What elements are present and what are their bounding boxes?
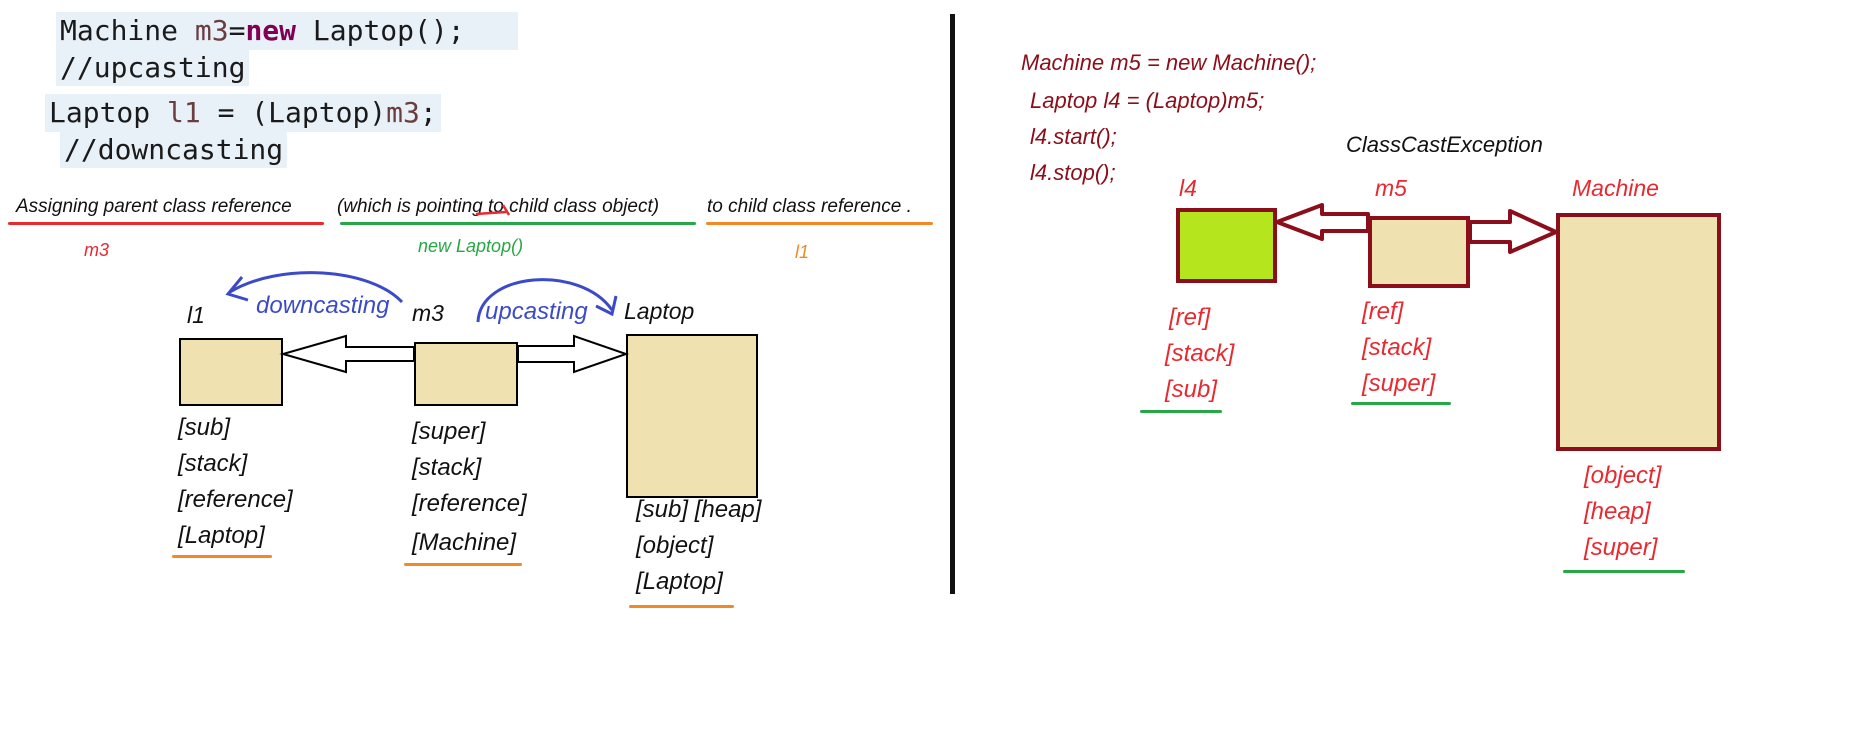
arrow-m3-to-laptop	[517, 334, 630, 374]
tag: [object]	[636, 532, 714, 559]
arrow-m3-to-l1	[279, 334, 415, 374]
tag: [heap]	[1584, 498, 1651, 525]
box-l4-reference	[1176, 208, 1277, 283]
right-code-line-1: Machine m5 = new Machine();	[1021, 50, 1317, 75]
tag: [stack]	[1362, 334, 1432, 361]
code-var-m3: m3	[194, 14, 229, 47]
code-var-m3: m3	[386, 96, 420, 129]
code-keyword-new: new	[245, 14, 297, 47]
code-var-l1: l1	[167, 96, 201, 129]
label-laptop: Laptop	[624, 298, 695, 324]
arrow-m5-to-l4	[1275, 203, 1370, 241]
right-code-line-2: Laptop l4 = (Laptop)m5;	[1030, 88, 1265, 113]
code-text: =	[228, 14, 246, 47]
tag: [Laptop]	[178, 522, 265, 549]
underline-green	[340, 222, 696, 225]
code-line-downcast: Laptop l1 = (Laptop)m3;	[45, 94, 441, 132]
arrow-upcasting-curve	[476, 278, 614, 323]
code-comment-downcasting: //downcasting	[60, 132, 288, 168]
underline-orange	[172, 555, 272, 558]
box-l1-reference	[179, 338, 283, 406]
label-l1: l1	[187, 302, 205, 328]
code-comment-upcasting: //upcasting	[56, 50, 250, 86]
tag: [super]	[412, 418, 486, 445]
section-divider	[950, 14, 955, 594]
label-m3: m3	[412, 300, 444, 326]
tag: [reference]	[178, 486, 293, 513]
arrow-upcasting-head	[595, 295, 618, 317]
code-line-upcast: Machine m3=new Laptop();	[56, 12, 518, 50]
tag: [sub]	[178, 414, 231, 441]
tag: [object]	[1584, 462, 1662, 489]
machine-tag-list: [object] [heap] [super]	[1584, 458, 1661, 566]
underline-orange	[706, 222, 933, 225]
tag: [sub] [heap]	[636, 496, 762, 523]
description-part1: Assigning parent class reference	[16, 196, 292, 217]
note-new-laptop: new Laptop()	[418, 236, 524, 256]
tag: [super]	[1362, 370, 1436, 397]
l4-tag-list: [ref] [stack] [sub]	[1165, 300, 1234, 408]
code-text: = (Laptop)	[200, 96, 387, 129]
underline-green	[1563, 570, 1685, 573]
box-laptop-object	[626, 334, 758, 498]
l1-tag-list: [sub] [stack] [reference] [Laptop]	[178, 410, 293, 554]
box-machine-object	[1556, 213, 1721, 451]
m3-tag-list: [super] [stack] [reference] [Machine]	[412, 414, 527, 561]
label-l4: l4	[1179, 175, 1197, 201]
red-strike-mark	[475, 204, 511, 216]
m5-tag-list: [ref] [stack] [super]	[1362, 294, 1435, 402]
code-text: ;	[419, 96, 437, 129]
code-text: Laptop();	[296, 14, 465, 47]
tag: [sub]	[1165, 376, 1218, 403]
arrow-downcasting-curve	[229, 271, 404, 304]
tag: [ref]	[1169, 304, 1211, 331]
underline-green	[1140, 410, 1222, 413]
laptop-tag-list: [sub] [heap] [object] [Laptop]	[636, 492, 761, 600]
underline-green	[1351, 402, 1451, 405]
tag: [super]	[1584, 534, 1658, 561]
label-downcasting: downcasting	[256, 292, 390, 319]
right-code-line-4: l4.stop();	[1030, 160, 1116, 185]
tag: [Laptop]	[636, 568, 723, 595]
label-m5: m5	[1375, 175, 1407, 201]
tag: [stack]	[412, 454, 482, 481]
underline-red	[8, 222, 324, 225]
note-m3: m3	[84, 240, 110, 260]
tag: [stack]	[178, 450, 248, 477]
code-text: Machine	[60, 14, 195, 47]
description-part2: (which is pointing to child class object…	[337, 196, 660, 217]
tag: [Machine]	[412, 529, 517, 556]
underline-orange	[404, 563, 522, 566]
box-m3-reference	[414, 342, 518, 406]
arrow-downcasting-head	[225, 276, 249, 302]
note-l1: l1	[795, 242, 810, 262]
label-machine: Machine	[1572, 175, 1659, 201]
underline-orange	[629, 605, 734, 608]
box-m5-reference	[1368, 216, 1470, 288]
tag: [ref]	[1362, 298, 1404, 325]
code-text: Laptop	[49, 96, 168, 129]
label-upcasting: upcasting	[485, 298, 588, 325]
description-part3: to child class reference .	[707, 196, 912, 217]
tag: [stack]	[1165, 340, 1235, 367]
arrow-m5-to-machine	[1468, 209, 1558, 254]
exception-label: ClassCastException	[1346, 132, 1543, 157]
tag: [reference]	[412, 490, 527, 517]
right-code-line-3: l4.start();	[1030, 124, 1117, 149]
